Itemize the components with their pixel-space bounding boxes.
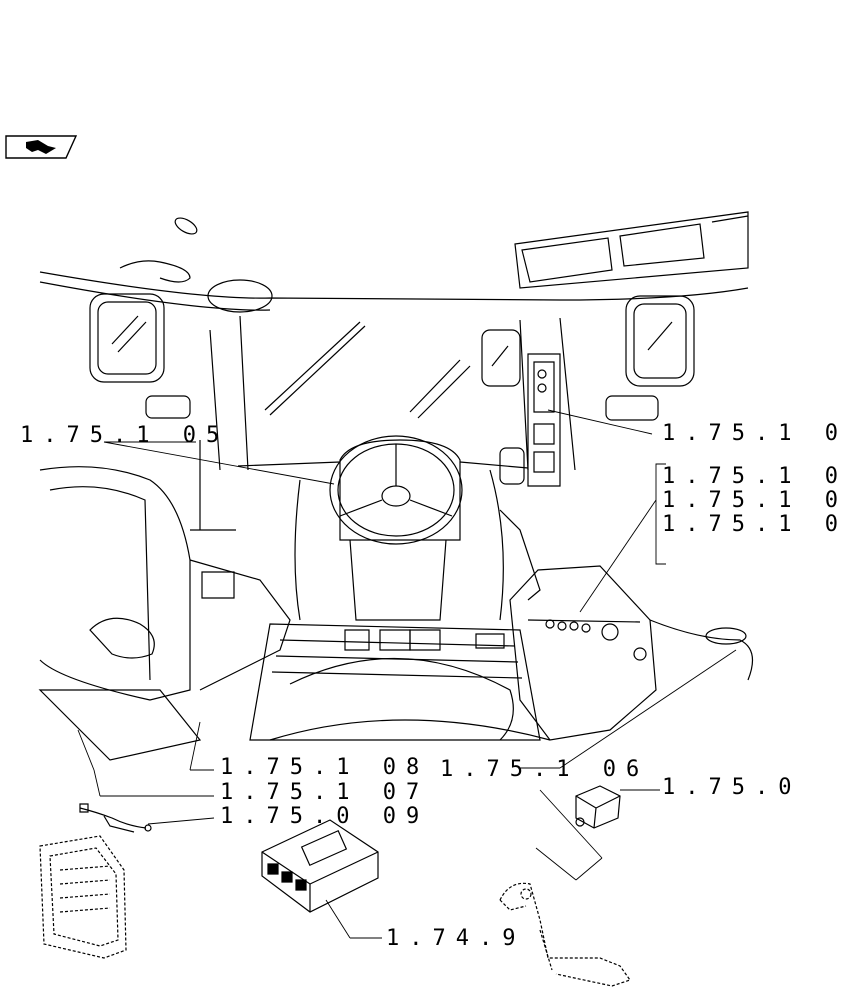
pillar-panel (528, 354, 560, 486)
roof-console (515, 212, 748, 288)
armrest-console (500, 448, 753, 740)
callout-console-3: 1.75.1 0 (662, 512, 848, 537)
callout-armrest-06: 1.75.1 06 (440, 757, 650, 782)
duct-module (40, 836, 126, 958)
leader-lines (78, 410, 736, 938)
left-mirror (90, 294, 190, 418)
cab-roof (40, 215, 748, 312)
book-icon (4, 134, 78, 160)
passenger-seat (40, 440, 290, 760)
right-mirror (606, 296, 694, 420)
callout-floor-07: 1.75.1 07 (220, 780, 430, 805)
windshield (210, 316, 575, 470)
callout-console-2: 1.75.1 0 (662, 488, 848, 513)
callout-harness-09: 1.75.0 09 (220, 804, 430, 829)
callout-switch: 1.75.0 (662, 775, 802, 800)
wiring-harness (80, 804, 151, 832)
inner-mirror (482, 330, 520, 386)
ecu-unit (262, 820, 378, 912)
steering-column (330, 436, 504, 650)
callout-floor-08: 1.75.1 08 (220, 755, 430, 780)
switch-component (576, 786, 620, 828)
callout-ecu: 1.74.9 (386, 926, 526, 951)
dashboard (238, 462, 528, 620)
cab-interior-diagram (0, 0, 812, 1000)
callout-steering-wheel: 1.75.1 05 (20, 423, 230, 448)
pedal-assembly (500, 883, 630, 986)
seat (270, 658, 550, 740)
callout-console-1: 1.75.1 0 (662, 464, 848, 489)
callout-dash-panel: 1.75.1 0 (662, 421, 848, 446)
